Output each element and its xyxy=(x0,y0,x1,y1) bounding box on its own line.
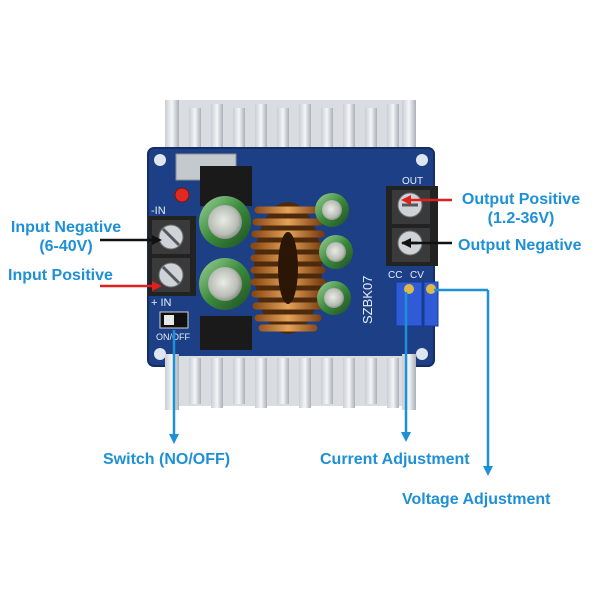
pin-in-pos-label: + IN xyxy=(151,297,172,309)
power-led xyxy=(174,187,190,203)
toroid-inductor xyxy=(250,202,326,334)
output-negative-label: Output Negative xyxy=(458,237,582,254)
output-capacitors xyxy=(315,193,353,315)
input-negative-title: Input Negative xyxy=(10,219,122,236)
board-model: SZBK07 xyxy=(360,276,375,324)
input-positive-label: Input Positive xyxy=(8,267,113,284)
cv-label: CV xyxy=(410,270,424,281)
output-positive-title: Output Positive xyxy=(461,191,581,208)
potentiometers xyxy=(395,281,439,327)
pin-in-neg-label: -IN xyxy=(151,205,166,217)
switch-label: Switch (NO/OFF) xyxy=(103,451,231,468)
callout-arrows xyxy=(100,195,493,476)
input-capacitors xyxy=(199,196,251,310)
input-terminal-block xyxy=(148,216,196,296)
current-adjustment-label: Current Adjustment xyxy=(320,451,470,468)
cc-label: CC xyxy=(388,270,402,281)
output-positive-label: Output Positive (1.2-36V) xyxy=(452,190,590,228)
input-negative-range: (6-40V) xyxy=(39,238,93,255)
input-negative-label: Input Negative (6-40V) xyxy=(6,218,126,256)
output-positive-range: (1.2-36V) xyxy=(487,210,555,227)
pin-out-label: OUT xyxy=(402,176,423,187)
output-terminal-block xyxy=(386,186,438,266)
voltage-adjustment-label: Voltage Adjustment xyxy=(402,491,551,508)
bottom-heatsink xyxy=(165,354,416,410)
